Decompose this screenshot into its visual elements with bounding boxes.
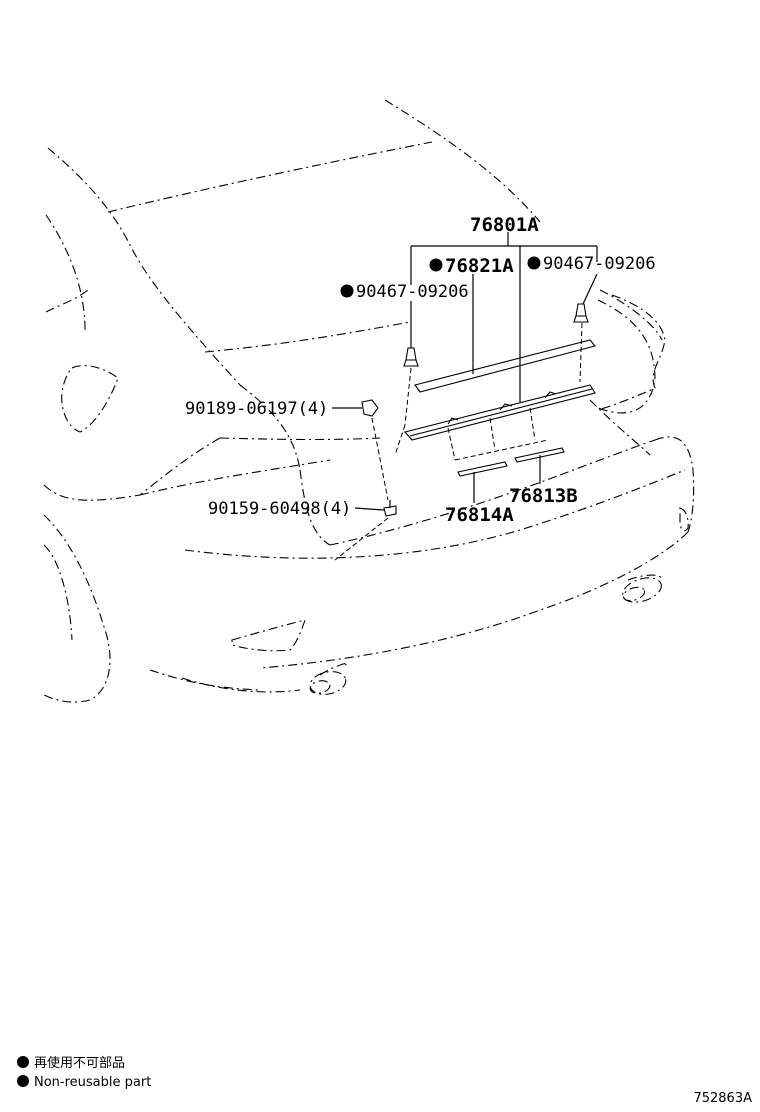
- legend-text-jp: 再使用不可部品: [34, 1055, 125, 1071]
- legend-text-en: Non-reusable part: [34, 1075, 151, 1090]
- legend-dot-jp: [17, 1056, 29, 1068]
- clip-90467-left: [403, 340, 419, 367]
- legend: 再使用不可部品 Non-reusable part: [17, 1055, 151, 1090]
- label-76813B: 76813B: [509, 485, 578, 507]
- legend-dot-en: [17, 1075, 29, 1087]
- label-76821A: 76821A: [445, 255, 514, 277]
- emblem-76814A: [457, 461, 508, 477]
- non-reusable-dot-90467-right: [527, 256, 541, 270]
- non-reusable-dot-90467-left: [340, 284, 354, 298]
- label-90159: 90159-60498(4): [208, 499, 351, 519]
- label-90467-right: 90467-09206: [543, 254, 656, 274]
- label-76814A: 76814A: [445, 504, 514, 526]
- label-90467-left: 90467-09206: [356, 282, 469, 302]
- car-body-outline: [43, 99, 695, 703]
- rear-garnish-assembly: [403, 339, 596, 477]
- label-90189: 90189-06197(4): [185, 399, 328, 419]
- label-76801A: 76801A: [470, 214, 539, 236]
- clip-90467-right: [573, 303, 589, 323]
- part-labels: 76801A 76821A 90467-09206 90467-09206 90…: [185, 214, 656, 526]
- leader-lines: [332, 232, 598, 511]
- clip-90189: [361, 399, 379, 417]
- molding-76821A: [414, 339, 596, 393]
- screw-90159: [383, 500, 397, 517]
- figure-number: 752863A: [693, 1091, 752, 1106]
- non-reusable-dot-76821A: [429, 258, 443, 272]
- fasteners: [334, 303, 589, 561]
